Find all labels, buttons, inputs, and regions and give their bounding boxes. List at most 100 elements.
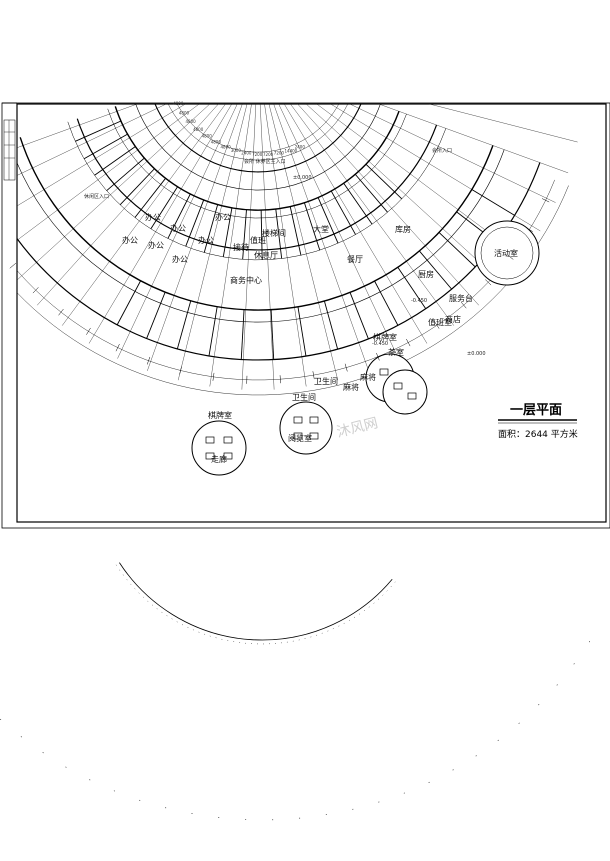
partition — [116, 280, 142, 326]
wall-arc — [19, 137, 494, 311]
partition — [83, 133, 128, 160]
dimension-arc — [176, 104, 339, 153]
partition — [343, 182, 373, 225]
dimension-text: 7200 — [252, 152, 263, 157]
plan-area: 面积：2644 平方米 — [498, 428, 578, 440]
table — [205, 436, 215, 444]
radial-line — [283, 104, 428, 344]
lower-arc — [115, 564, 396, 645]
partition — [374, 280, 399, 326]
partition — [106, 157, 145, 192]
wall-arc — [154, 104, 362, 173]
room-label: 办公 — [148, 240, 164, 250]
partition — [134, 177, 167, 218]
plan-title: 一层平面 — [510, 403, 562, 418]
dimension-text: 4800 — [221, 144, 232, 149]
dimension-tick — [485, 279, 492, 286]
watermark: 沐风网 — [335, 415, 380, 441]
furniture-tables — [205, 368, 417, 460]
dimension-text: 4800 — [193, 127, 204, 132]
room-label: 办公 — [198, 235, 214, 245]
dimension-lines — [9, 198, 550, 384]
dimension-text: 4800 — [179, 110, 190, 115]
table — [205, 452, 215, 460]
dimension-tick — [86, 327, 91, 335]
drawing-frame — [1, 102, 610, 529]
radial-line — [278, 104, 399, 359]
room-label: 办公 — [145, 212, 161, 222]
level-mark: -0.450 — [372, 341, 388, 347]
room-label: 商店 — [445, 314, 461, 324]
lower-arc — [119, 562, 393, 641]
radial-line — [290, 104, 454, 326]
dimension-text: 4800 — [211, 140, 222, 145]
partition — [297, 306, 307, 357]
room-label: 大堂 — [313, 224, 329, 234]
table — [309, 432, 319, 440]
wall-arc — [76, 118, 438, 251]
partition — [397, 267, 427, 309]
bottom-round-room-1 — [191, 420, 247, 476]
partition — [365, 163, 403, 200]
radial-line — [378, 104, 569, 174]
partition — [150, 186, 179, 230]
dimension-text: 2400 — [241, 151, 252, 156]
round-pavilions — [191, 220, 540, 476]
bottom-round-room-2 — [279, 401, 333, 455]
partition — [349, 292, 369, 340]
room-label: 休息厅 — [254, 250, 278, 260]
partition — [317, 197, 339, 244]
dimension-tick — [146, 356, 151, 365]
room-label: 库房 — [395, 224, 411, 234]
partition — [119, 168, 155, 206]
radial-line — [17, 104, 211, 281]
entrance-label: 会所入口 — [432, 147, 452, 154]
partition — [222, 207, 233, 258]
radial-line — [17, 104, 167, 176]
dimension-text: 4800 — [173, 101, 184, 106]
room-partitions — [75, 120, 515, 360]
partition — [275, 208, 283, 259]
lower-arc — [0, 636, 593, 821]
room-label: 走廊 — [211, 454, 227, 464]
partition — [146, 291, 166, 339]
dimension-tick — [312, 371, 315, 380]
wall-arc — [135, 104, 381, 191]
plan-walls — [17, 104, 569, 396]
partition — [203, 204, 219, 253]
dimension-tick — [9, 262, 17, 269]
bottom-round-room-4 — [382, 369, 428, 415]
radial-line — [37, 104, 219, 306]
room-label: 棋牌室 — [373, 332, 397, 342]
room-label: 餐厅 — [347, 255, 363, 264]
room-label: 值班 — [250, 235, 266, 245]
dimension-tick — [541, 198, 550, 203]
radial-line — [349, 104, 556, 203]
wall-arc — [114, 106, 400, 211]
radial-line — [88, 104, 233, 344]
partition — [303, 202, 321, 251]
dimension-text: 2400 — [295, 145, 306, 150]
radial-line — [259, 104, 275, 390]
room-label: 活动室 — [494, 248, 518, 258]
room-label: 卫生间 — [292, 392, 316, 402]
room-label: 接待 — [233, 242, 249, 252]
radial-line — [273, 104, 369, 371]
radial-line — [264, 104, 307, 387]
partition — [176, 300, 192, 350]
room-label: 麻将 — [360, 372, 376, 382]
plan-title-block: 一层平面 面积：2644 平方米 — [498, 403, 578, 440]
room-label: 办公 — [215, 212, 231, 222]
radial-line — [17, 104, 186, 207]
partition — [330, 190, 356, 235]
level-mark: ±0.000 — [467, 351, 486, 357]
room-labels: 办公 办公 办公 办公 办公 办公 办公 接待 值班 楼梯间 大堂 休息厅 商务… — [122, 212, 518, 464]
radial-line — [316, 104, 523, 258]
partition — [185, 199, 205, 247]
radial-line — [241, 104, 257, 390]
partition — [270, 309, 275, 360]
dimension-tick — [376, 352, 380, 361]
wall-arc — [107, 108, 407, 219]
dimension-text: 14400 — [285, 148, 298, 153]
